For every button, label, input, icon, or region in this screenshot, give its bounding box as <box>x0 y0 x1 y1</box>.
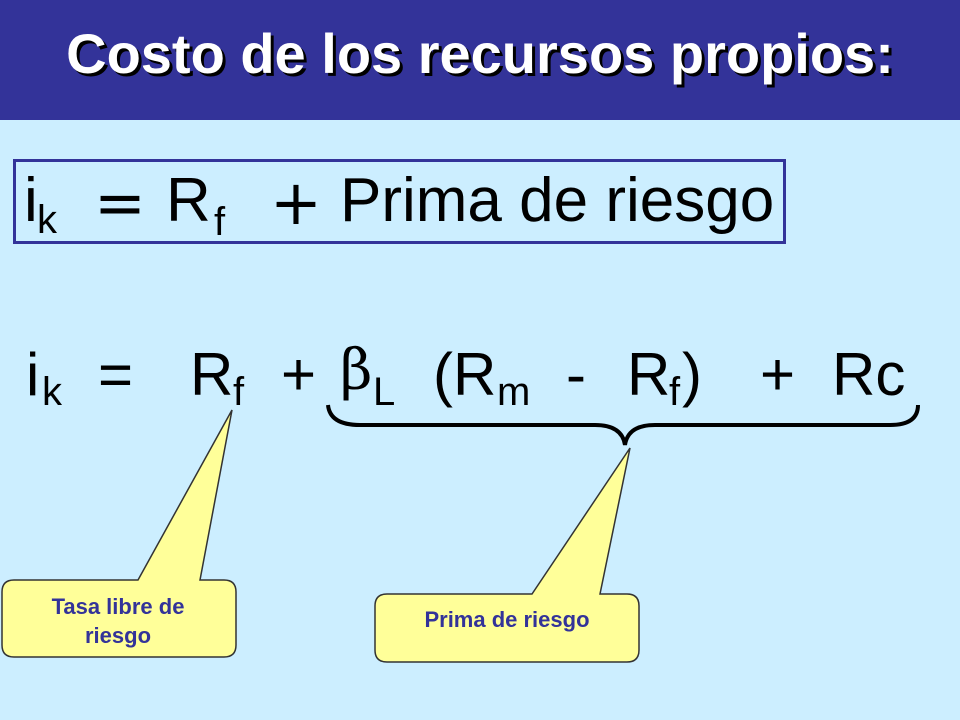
formula-full-rf2: R <box>627 341 671 408</box>
formula-simple-rf-sub: f <box>214 200 226 244</box>
formula-simple-ik: i <box>24 166 38 235</box>
formula-full-rf-sub: f <box>233 370 245 414</box>
formula-full-minus: - <box>566 341 586 408</box>
callout-risk-free-label: Tasa libre de riesgo <box>51 594 185 648</box>
formula-simple-equals: = <box>94 166 146 239</box>
formula-simple-plus: + <box>270 166 322 239</box>
formula-full-ik-sub: k <box>42 370 62 414</box>
callout-risk-premium-label: Prima de riesgo <box>424 607 590 632</box>
formula-full-close-paren: ) <box>682 341 702 408</box>
formula-full-rf: R <box>190 341 234 408</box>
formula-full-plus1: + <box>281 341 317 408</box>
callout-risk-premium-bubble <box>374 447 640 663</box>
formula-full-beta: β <box>340 338 373 403</box>
curly-brace <box>326 404 920 446</box>
formula-full-rm: (R <box>433 341 497 408</box>
formula-full-beta-sub: L <box>373 370 396 414</box>
formula-full-equals: = <box>98 341 134 408</box>
formula-simple-rf: R <box>166 166 211 235</box>
formula-full-rm-sub: m <box>497 370 531 414</box>
formula-full-plus2: + <box>760 341 796 408</box>
title-bar <box>0 0 960 120</box>
formula-full-rf2-sub: f <box>669 370 681 414</box>
formula-full-ik: i <box>26 341 40 408</box>
slide-title: Costo de los recursos propios: <box>66 22 894 85</box>
formula-full-rc: Rc <box>832 341 906 408</box>
formula-simple-ik-sub: k <box>37 198 57 242</box>
formula-simple-prima: Prima de riesgo <box>340 166 775 235</box>
formula-box <box>13 159 786 244</box>
callout-risk-free-bubble <box>1 409 237 658</box>
